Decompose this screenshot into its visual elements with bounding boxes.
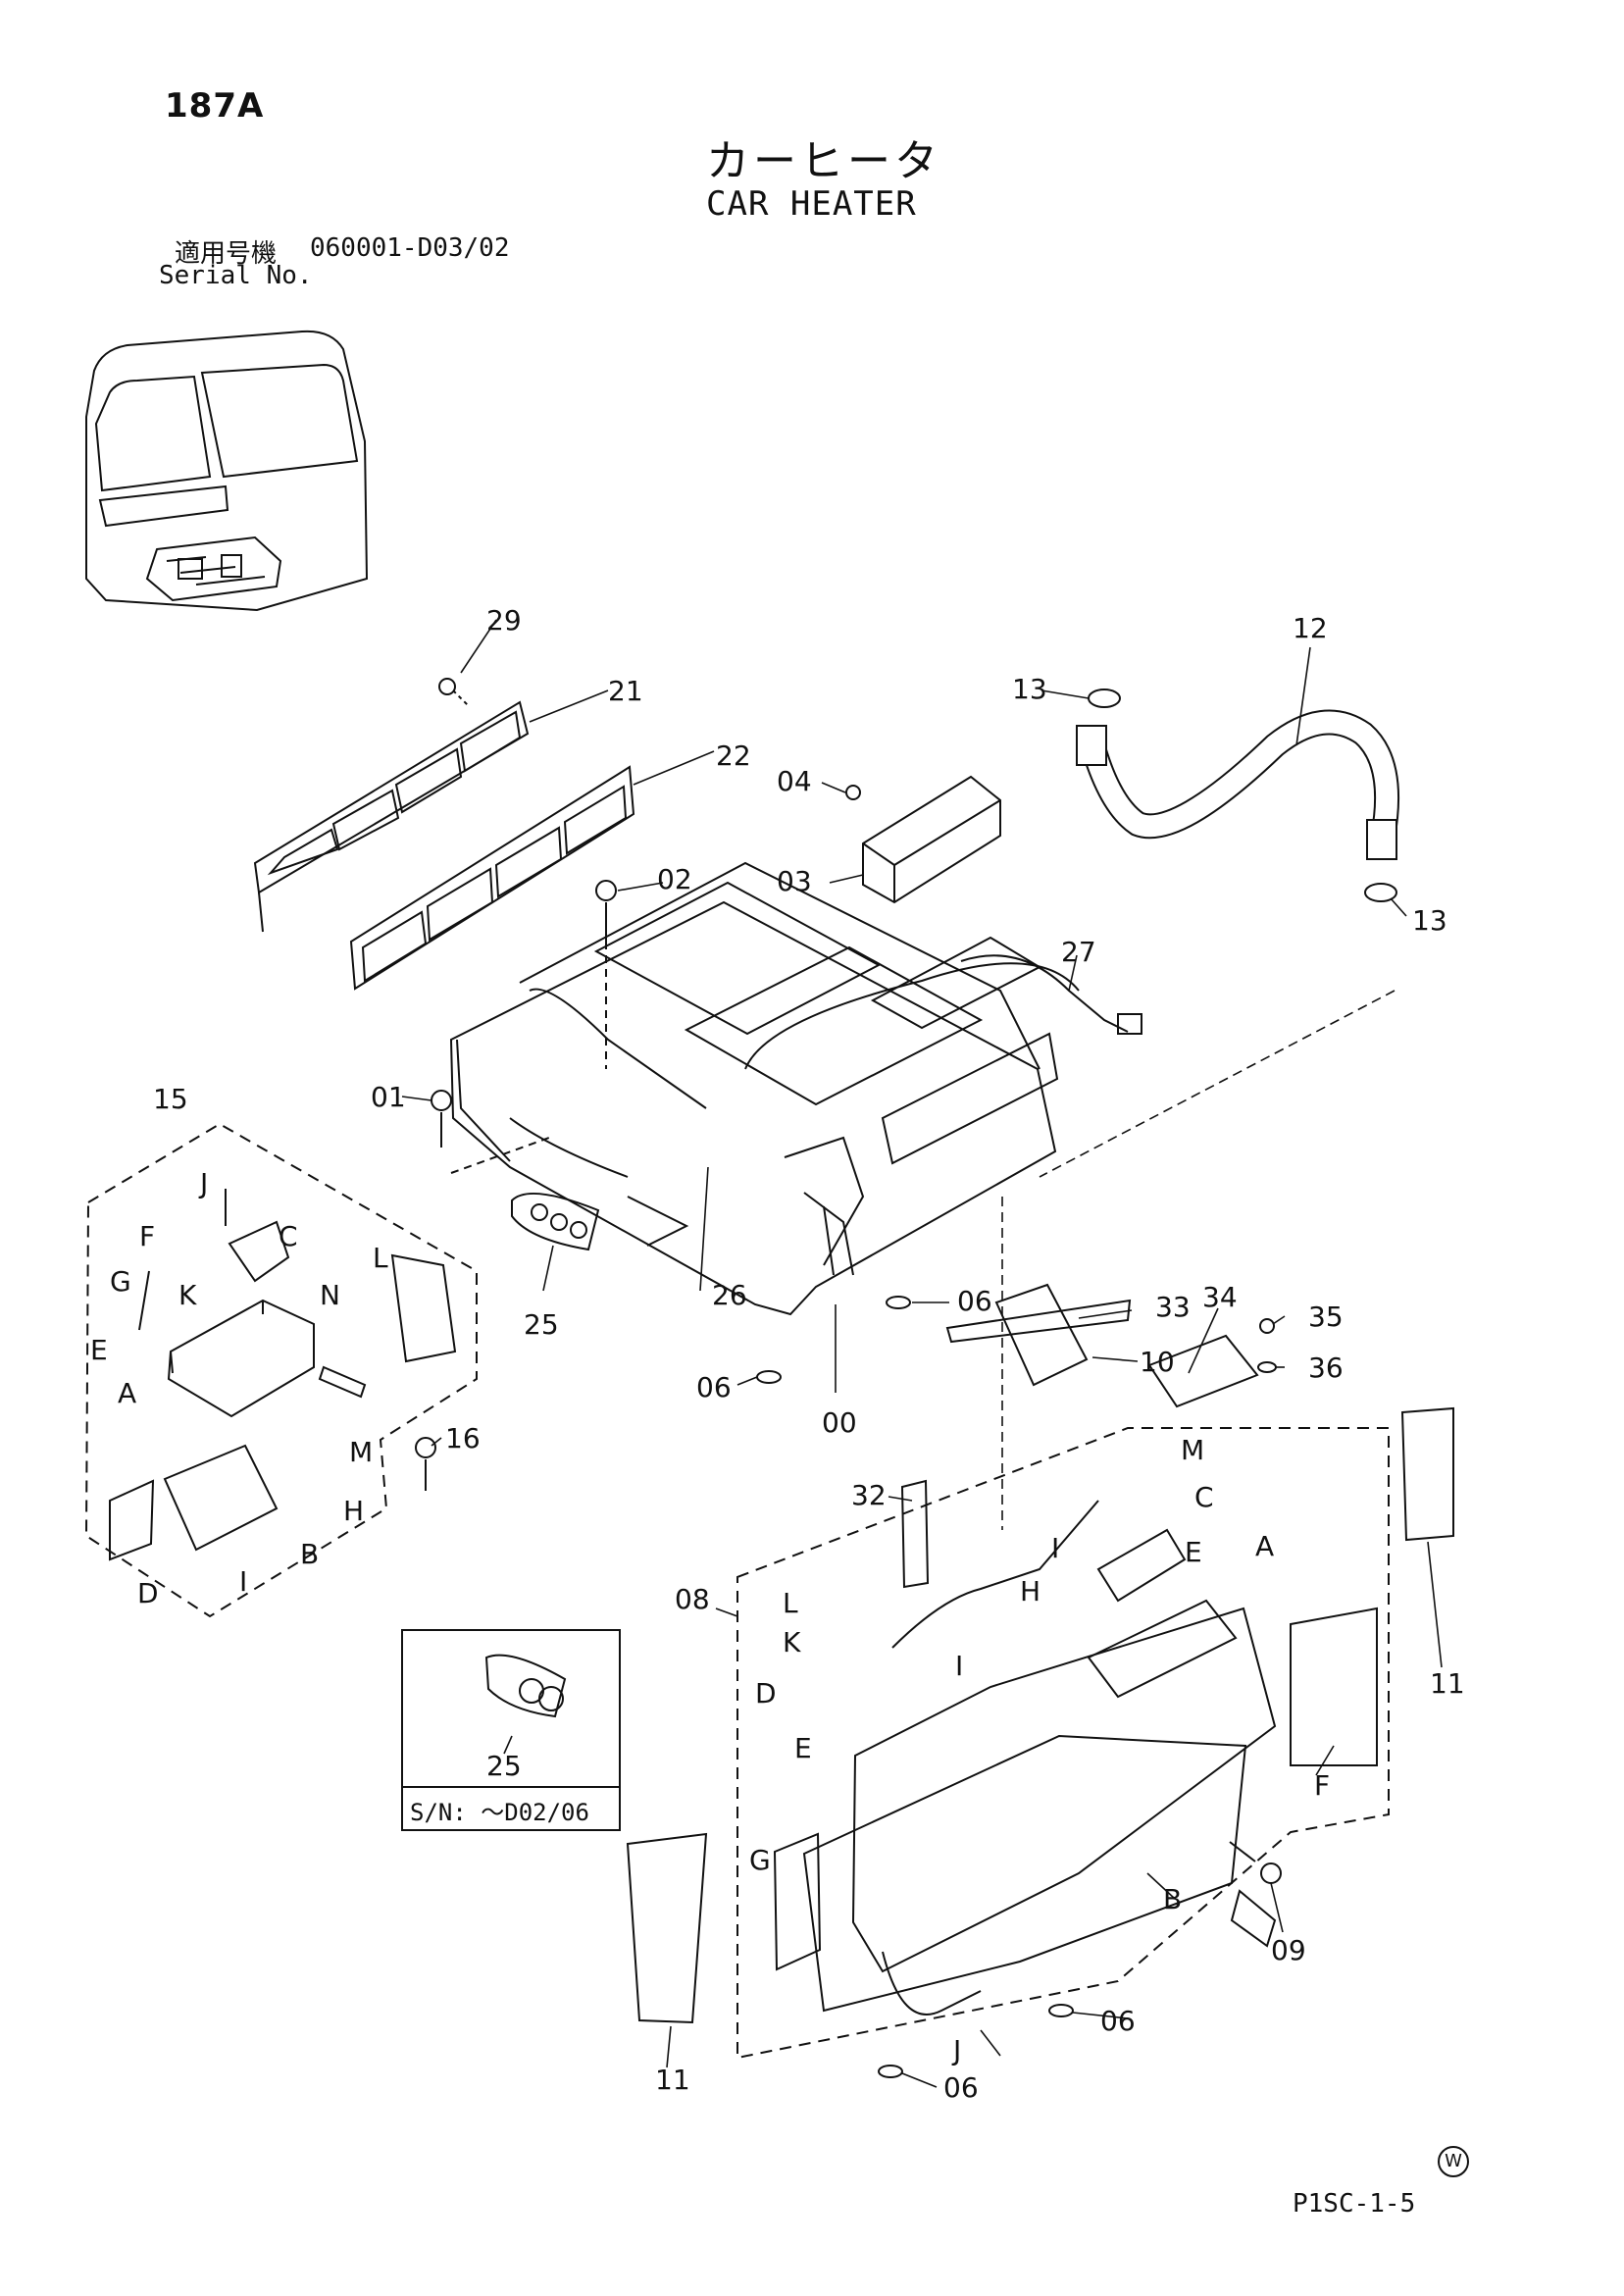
- letter-B-right: B: [1163, 1883, 1182, 1915]
- callout-01: 01: [371, 1081, 406, 1113]
- mount-06-d: [878, 2065, 903, 2078]
- grommet-25: [511, 1192, 600, 1251]
- cab-location-thumbnail: [85, 330, 369, 612]
- letter-K-right: K: [783, 1626, 801, 1658]
- screw-29: [438, 678, 470, 707]
- letter-H-right: H: [1020, 1575, 1040, 1607]
- callout-13-upper: 13: [1012, 673, 1047, 705]
- page-number: 187A: [165, 86, 265, 126]
- inset-serial-caption: S/N: ～D02/06: [410, 1799, 589, 1826]
- letter-I-right-upper: I: [1051, 1532, 1059, 1564]
- letter-L-left: L: [373, 1242, 388, 1274]
- letter-F-right: F: [1314, 1769, 1330, 1802]
- w-circle-mark: W: [1438, 2146, 1469, 2177]
- inset-box: [401, 1629, 621, 1831]
- callout-22: 22: [716, 740, 751, 772]
- title-english: CAR HEATER: [706, 184, 917, 224]
- letter-D-left: D: [137, 1577, 159, 1609]
- callout-10: 10: [1140, 1346, 1175, 1378]
- callout-15: 15: [153, 1083, 188, 1115]
- letter-B-left: B: [300, 1538, 319, 1570]
- callout-03: 03: [777, 865, 812, 897]
- clamp-13-lower: [1364, 883, 1397, 902]
- callout-21: 21: [608, 675, 643, 707]
- heater-unit-00: [449, 861, 1080, 1316]
- screw-35: [1259, 1318, 1275, 1334]
- filter-22: [349, 765, 635, 991]
- page-code: P1SC-1-5: [1293, 2189, 1416, 2219]
- callout-26: 26: [712, 1279, 747, 1311]
- letter-D-right: D: [755, 1677, 777, 1709]
- callout-06-b: 06: [696, 1371, 732, 1403]
- callout-02: 02: [657, 863, 692, 895]
- letter-G-right: G: [749, 1844, 771, 1876]
- bolt-02: [595, 880, 617, 1069]
- callout-12: 12: [1293, 612, 1328, 644]
- clamp-13-upper: [1088, 689, 1121, 708]
- callout-11-right: 11: [1430, 1667, 1465, 1700]
- hose-12: [1076, 709, 1400, 860]
- letter-J-right: J: [951, 2034, 961, 2066]
- letter-A-right: A: [1255, 1530, 1274, 1562]
- letter-M-left: M: [349, 1436, 373, 1468]
- callout-25: 25: [524, 1308, 559, 1341]
- mount-06-b: [756, 1370, 782, 1384]
- callout-11-left: 11: [655, 2064, 690, 2096]
- callout-04: 04: [777, 765, 812, 797]
- inset-part-number: 25: [486, 1750, 522, 1782]
- letter-C-left: C: [279, 1220, 298, 1252]
- letter-E-right-lower: E: [794, 1732, 812, 1764]
- letter-J-left: J: [198, 1167, 208, 1199]
- callout-09: 09: [1271, 1934, 1306, 1966]
- callout-06-d: 06: [943, 2071, 979, 2104]
- callout-36: 36: [1308, 1352, 1344, 1384]
- serial-value: 060001-D03/02: [310, 233, 510, 263]
- letter-K-left: K: [178, 1279, 197, 1311]
- callout-35: 35: [1308, 1301, 1344, 1333]
- callout-06-a: 06: [957, 1285, 992, 1317]
- letter-E-right-upper: E: [1185, 1536, 1202, 1568]
- mount-06-a: [886, 1296, 911, 1309]
- serial-label-english: Serial No.: [159, 261, 313, 290]
- letter-F-left: F: [139, 1220, 155, 1252]
- filter-21: [253, 700, 530, 933]
- letter-A-left: A: [118, 1377, 136, 1409]
- letter-M-right: M: [1181, 1434, 1204, 1466]
- callout-08: 08: [675, 1583, 710, 1615]
- letter-I-left: I: [239, 1565, 247, 1598]
- bolt-16: [415, 1437, 436, 1491]
- callout-13-lower: 13: [1412, 904, 1447, 937]
- callout-00: 00: [822, 1406, 857, 1439]
- letter-H-left: H: [343, 1495, 364, 1527]
- title-japanese: カーヒータ: [706, 136, 941, 186]
- callout-16: 16: [445, 1422, 481, 1454]
- callout-29: 29: [486, 604, 522, 637]
- letter-N-left: N: [320, 1279, 340, 1311]
- cover-03: [845, 775, 1001, 904]
- serial-label-japanese: 適用号機: [175, 239, 278, 269]
- letter-G-left: G: [110, 1265, 131, 1298]
- washer-36: [1257, 1361, 1277, 1373]
- letter-E-left: E: [90, 1334, 108, 1366]
- letter-C-right: C: [1194, 1481, 1214, 1513]
- letter-L-right: L: [783, 1587, 798, 1619]
- callout-34: 34: [1202, 1281, 1238, 1313]
- callout-27: 27: [1061, 936, 1096, 968]
- callout-labels: 29 21 22 12 13 13 04 03 02 27 15 01 25 2…: [90, 604, 1465, 2104]
- leader-lines: [401, 619, 1443, 2088]
- assembly-15: [84, 1122, 478, 1618]
- assembly-08: [626, 1283, 1454, 2060]
- callout-06-c: 06: [1100, 2005, 1136, 2037]
- mount-06-c: [1048, 2004, 1074, 2017]
- letter-I-right-lower: I: [955, 1650, 963, 1682]
- callout-33: 33: [1155, 1291, 1191, 1323]
- callout-32: 32: [851, 1479, 887, 1511]
